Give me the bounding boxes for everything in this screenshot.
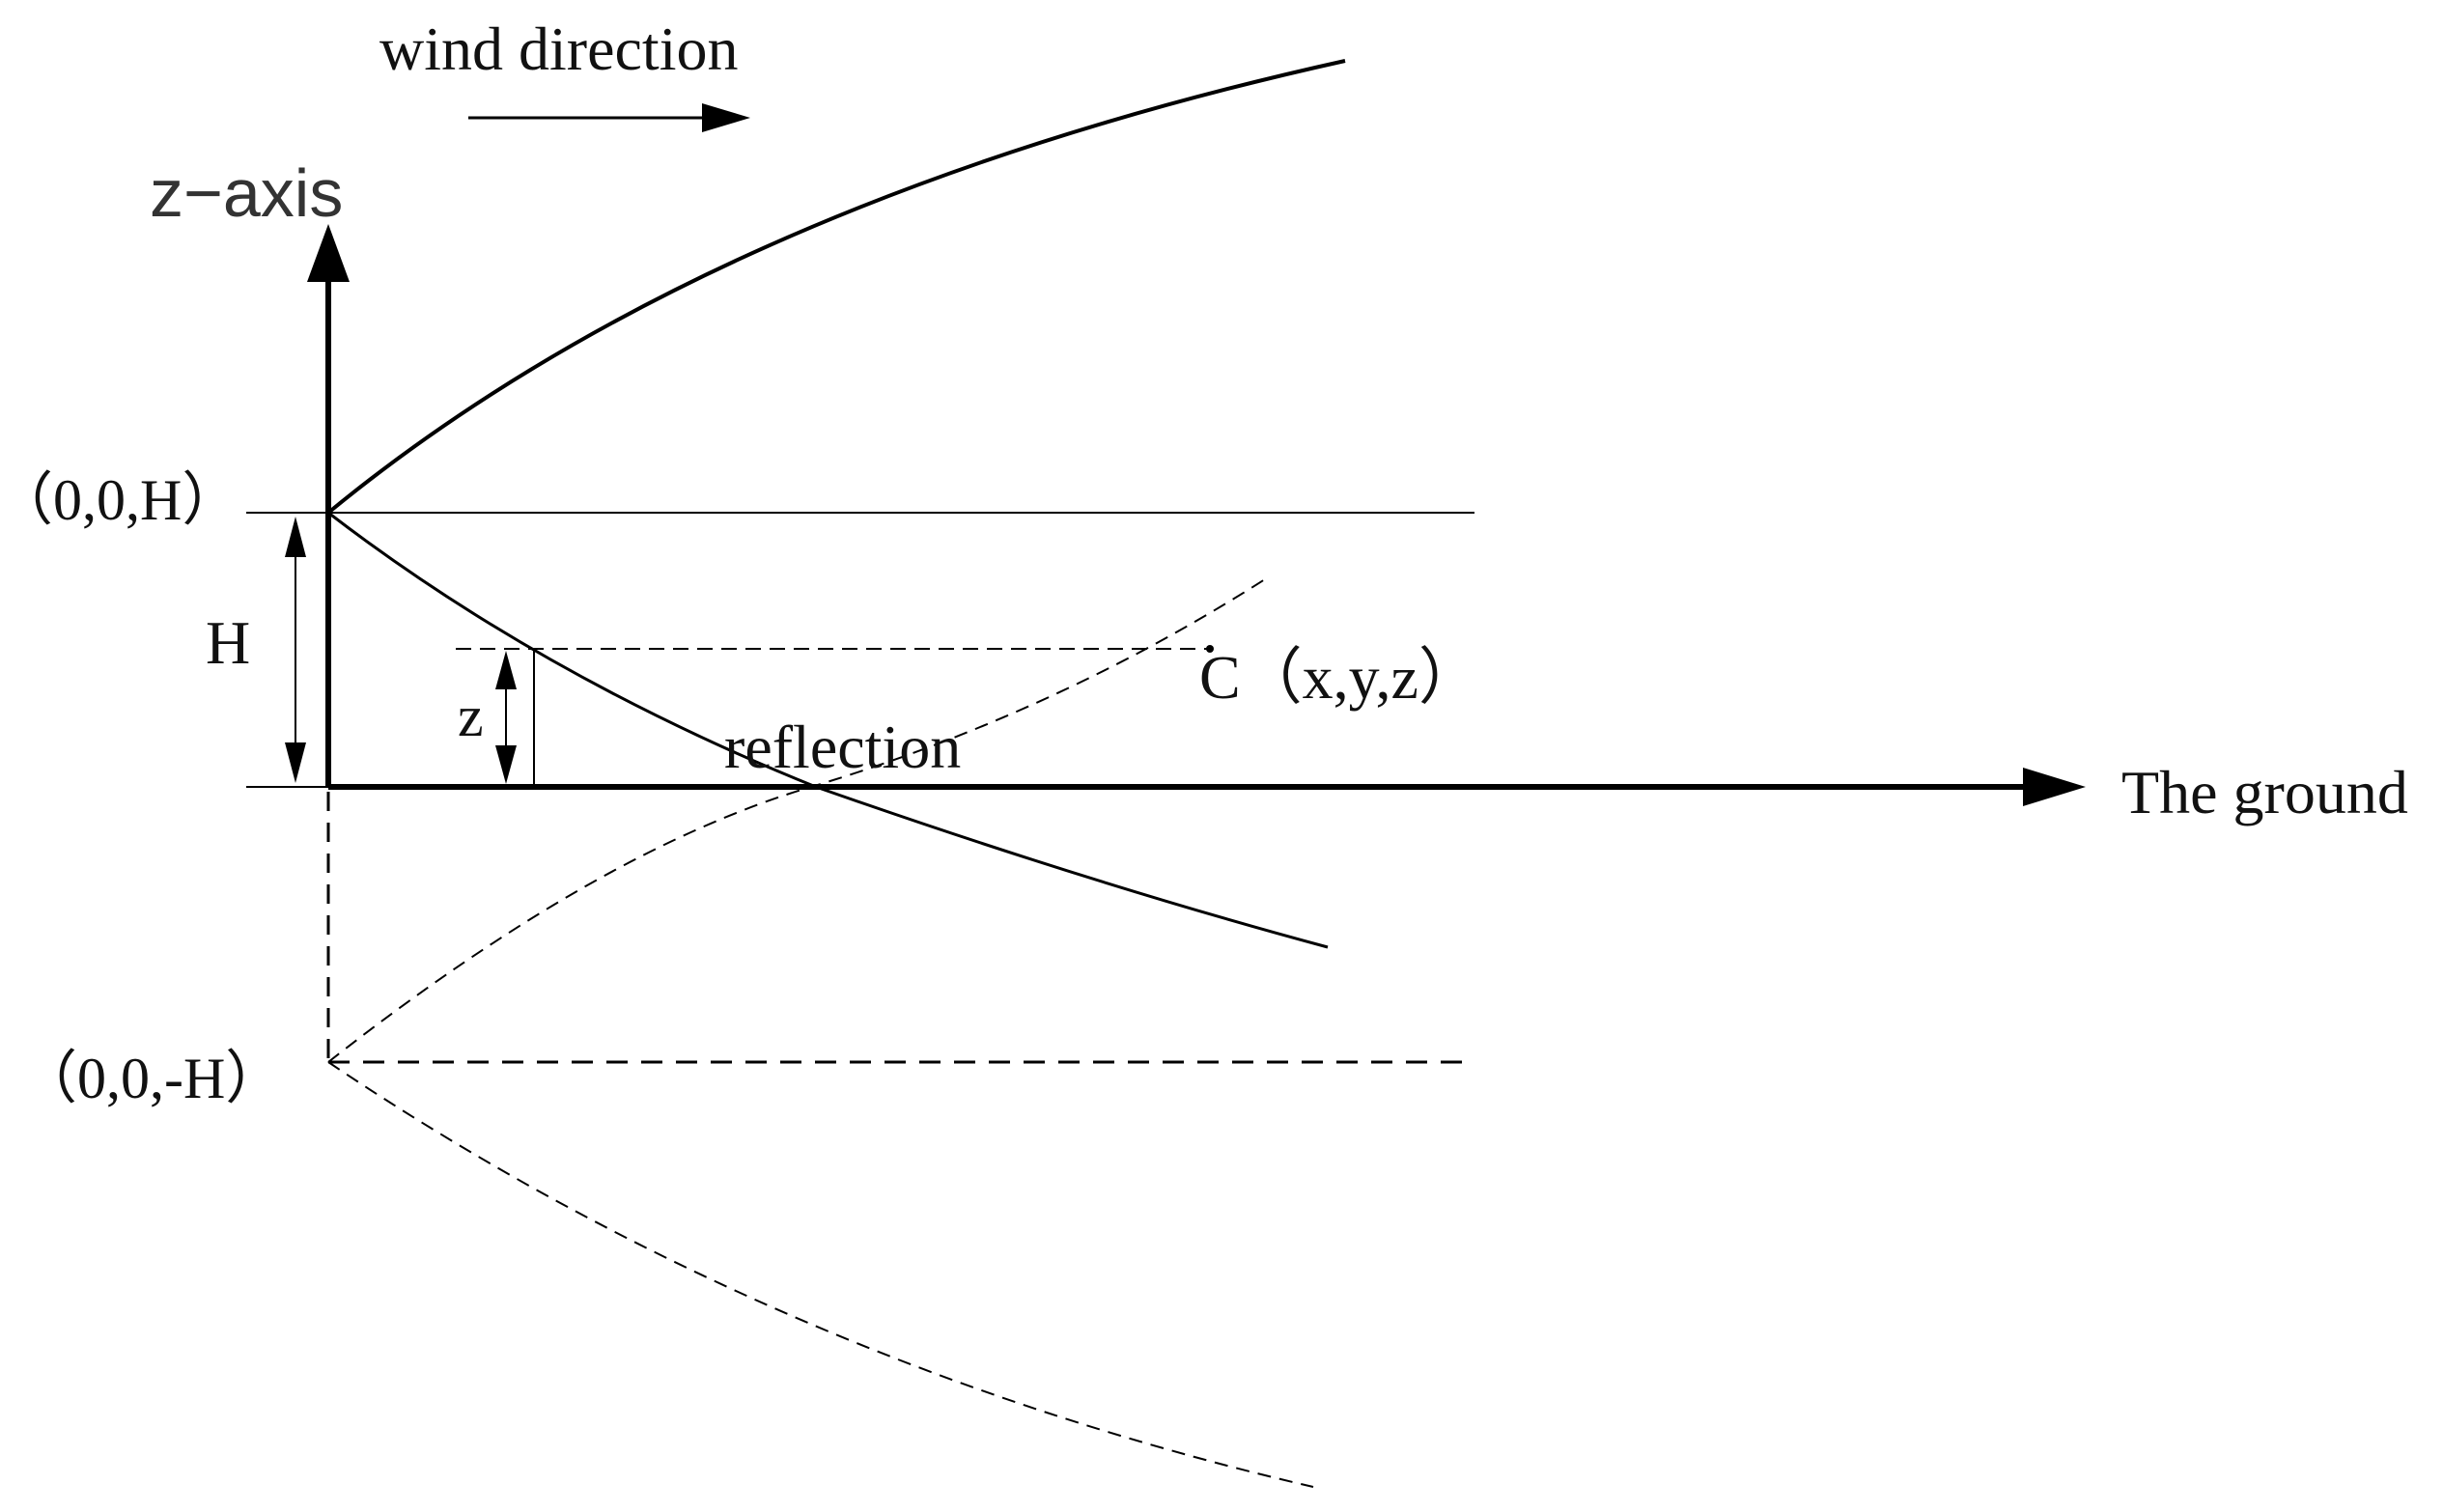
- wind-direction-label: wind direction: [379, 14, 738, 83]
- image-source-coordinate-label: （0,0,-H）: [19, 1047, 283, 1110]
- receptor-point: [1206, 645, 1214, 653]
- ground-label: The ground: [2121, 758, 2408, 826]
- plume-upper-edge: [326, 59, 1346, 515]
- wind-direction-arrow: [468, 103, 750, 132]
- image-plume-upper-dashed: [327, 578, 1266, 1063]
- ground-axis: [328, 768, 2086, 806]
- height-label: H: [206, 608, 250, 677]
- image-plume-lower-dashed: [327, 1061, 1314, 1488]
- z-label: z: [458, 685, 484, 748]
- z-axis: [307, 224, 350, 787]
- receptor-label: C（x,y,z）: [1199, 643, 1480, 712]
- reflection-label: reflection: [724, 713, 961, 781]
- z-axis-label: z−axis: [150, 155, 343, 231]
- z-dimension-arrow: [495, 651, 517, 784]
- height-dimension-arrow: [285, 517, 306, 783]
- source-coordinate-label: （0,0,H）: [0, 468, 239, 532]
- plume-lower-edge: [327, 511, 1329, 949]
